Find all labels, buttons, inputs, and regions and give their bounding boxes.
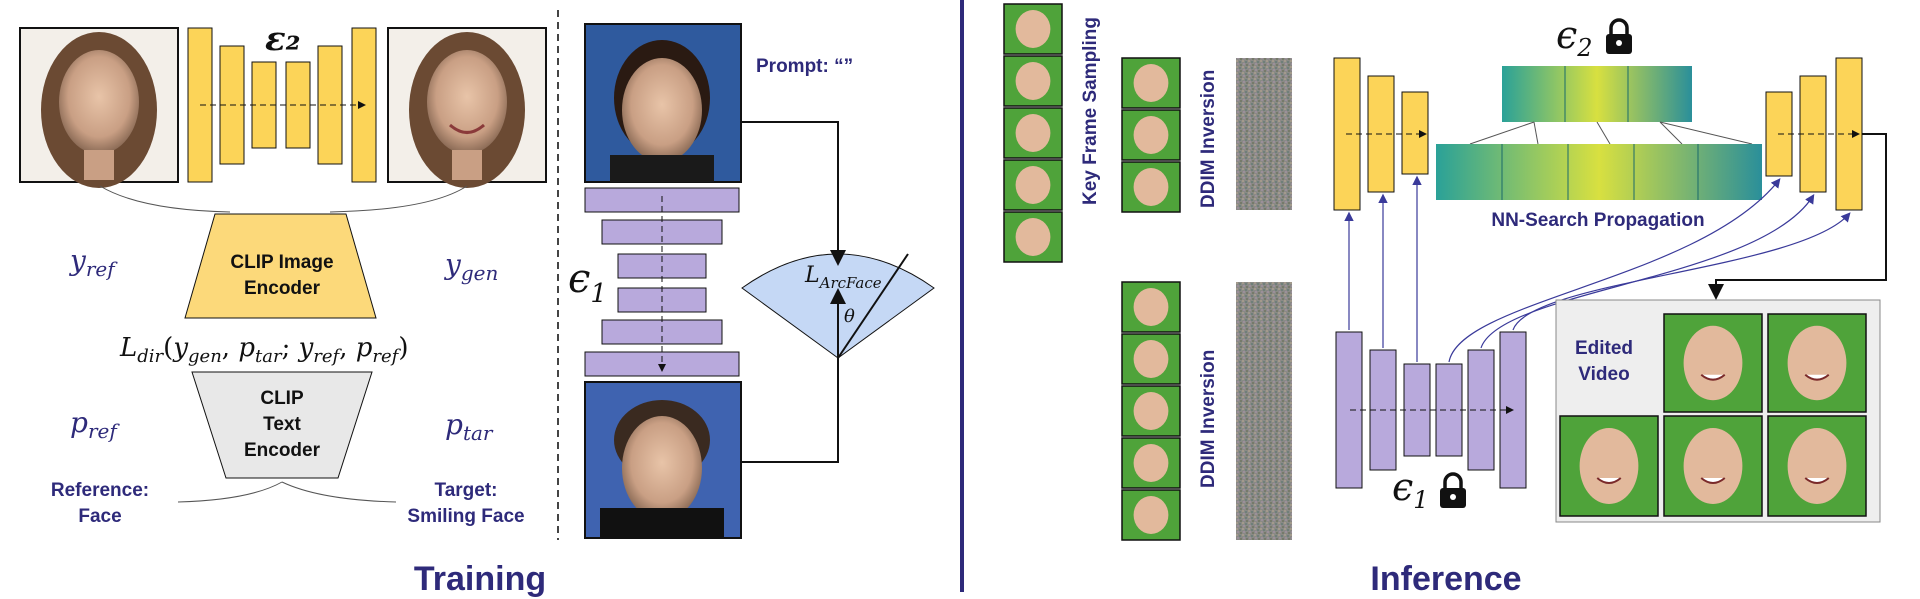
encoder-eps2: ε₂ — [187, 19, 377, 183]
reference-face-image — [19, 27, 179, 188]
noise-latent-top — [1236, 58, 1292, 210]
ddim-bottom-frames — [1121, 281, 1181, 541]
eps2-encoder-left — [1333, 57, 1429, 211]
eps2-symbol: ε₂ — [265, 19, 301, 59]
output-face-image — [584, 381, 742, 539]
target-prompt-label: Target:Smiling Face — [407, 480, 524, 527]
key-frame — [1003, 55, 1063, 107]
attention-maps-bottom — [1436, 144, 1762, 200]
noise-latent-bottom — [1236, 282, 1292, 540]
p-tar-label: ptar — [445, 408, 494, 445]
key-frame — [1003, 159, 1063, 211]
feature-injection-arrows — [1344, 175, 1851, 363]
ddim-bottom-frame — [1121, 437, 1181, 489]
propagation-lines — [1469, 121, 1753, 145]
nn-search-propagation-label: NN-Search Propagation — [1491, 210, 1704, 231]
direction-loss: Ldir(ygen, ptar; yref, pref) — [119, 333, 408, 367]
edited-video-frames — [1559, 313, 1867, 517]
training-title: Training — [414, 560, 546, 598]
theta-label: θ — [844, 306, 855, 327]
encoder-eps1: ϵ1 — [568, 187, 740, 377]
y-gen-label: ygen — [443, 248, 498, 285]
edited-frame — [1767, 415, 1867, 517]
ddim-inversion-bottom-label: DDIM Inversion — [1198, 350, 1219, 488]
attention-maps-top — [1502, 66, 1692, 122]
ddim-bottom-frame — [1121, 281, 1181, 333]
eps1-encoder-bottom — [1335, 331, 1527, 489]
ddim-top-frames — [1121, 57, 1181, 213]
lock-icon — [1440, 472, 1466, 508]
ddim-top-frame — [1121, 57, 1181, 109]
key-frame — [1003, 3, 1063, 55]
key-frame — [1003, 107, 1063, 159]
edited-frame — [1559, 415, 1659, 517]
ddim-bottom-frame — [1121, 385, 1181, 437]
ddim-top-frame — [1121, 109, 1181, 161]
key-frame-strip — [1003, 3, 1063, 263]
eps1-lock-symbol: ϵ1 — [1392, 465, 1429, 514]
inference-title: Inference — [1370, 560, 1521, 598]
p-ref-label: pref — [70, 406, 120, 443]
lock-icon — [1606, 18, 1632, 54]
ddim-inversion-top-label: DDIM Inversion — [1198, 70, 1219, 208]
inference-section: Key Frame Sampling DDIM Inversion DDIM I… — [1003, 3, 1887, 598]
ddim-bottom-frame — [1121, 489, 1181, 541]
edited-frame — [1663, 415, 1763, 517]
generated-face-image — [387, 27, 547, 188]
eps2-lock-symbol: ϵ2 — [1556, 13, 1593, 62]
eps2-encoder-right — [1765, 57, 1863, 211]
edited-frame — [1663, 313, 1763, 413]
y-ref-label: yref — [68, 244, 118, 281]
arcface-loss-label: LArcFace — [804, 263, 882, 292]
ddim-top-frame — [1121, 161, 1181, 213]
ddim-bottom-frame — [1121, 333, 1181, 385]
key-frame-sampling-label: Key Frame Sampling — [1080, 17, 1101, 205]
edited-frame — [1767, 313, 1867, 413]
reference-prompt-label: Reference:Face — [51, 480, 149, 527]
key-frame — [1003, 211, 1063, 263]
input-face-image — [584, 23, 742, 183]
prompt-label: Prompt: “” — [756, 56, 853, 77]
eps1-symbol: ϵ1 — [568, 256, 607, 309]
